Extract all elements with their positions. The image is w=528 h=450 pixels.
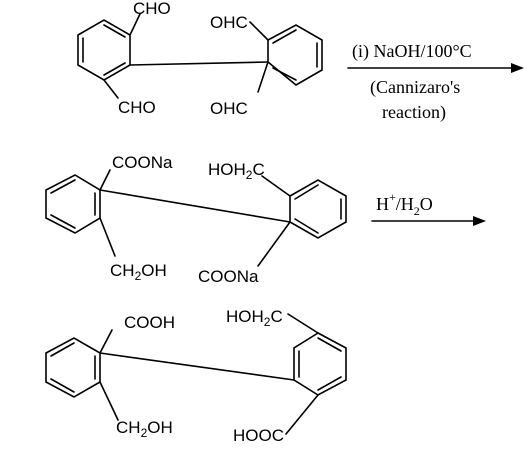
reactant-ohc-top-right: OHC xyxy=(210,13,248,32)
reactant-right-ring xyxy=(267,24,323,86)
step2-arrow xyxy=(371,216,486,226)
intermediate-biphenyl: COONa CH2OH HOH2C COONa xyxy=(45,153,347,286)
intermediate-hoh2c-top-right: HOH2C xyxy=(208,160,265,182)
intermediate-coona-top-left: COONa xyxy=(112,153,173,172)
reactant-biphenyl-tetraaldehyde: CHO CHO OHC OHC xyxy=(77,0,323,118)
step1-arrow xyxy=(347,63,524,73)
product-right-ring xyxy=(293,332,347,396)
reactant-cho-bottom-left: CHO xyxy=(118,98,156,117)
step1-condition-name: (Cannizaro's xyxy=(370,77,460,98)
reactant-left-ring xyxy=(77,19,131,81)
intermediate-ch2oh-bottom-left: CH2OH xyxy=(110,261,167,283)
reactant-cho-top-left: CHO xyxy=(133,0,171,18)
product-left-ring xyxy=(45,337,101,398)
reactant-biaryl-bond xyxy=(129,61,269,66)
reactant-ohc-bottom-right: OHC xyxy=(210,99,248,118)
product-hoh2c-top-right: HOH2C xyxy=(226,307,283,329)
intermediate-coona-bottom-right: COONa xyxy=(198,267,259,286)
product-ch2oh-bottom-left: CH2OH xyxy=(116,418,173,440)
product-hooc-bottom-right: HOOC xyxy=(233,426,284,445)
intermediate-biaryl-bond xyxy=(99,189,291,223)
step1-condition-name-cont: reaction) xyxy=(382,102,446,123)
intermediate-left-ring xyxy=(45,174,101,234)
product-biphenyl: COOH CH2OH HOH2C HOOC xyxy=(45,307,347,445)
intermediate-right-ring xyxy=(289,179,347,239)
product-biaryl-bond xyxy=(99,352,295,381)
product-cooh-top-left: COOH xyxy=(124,313,175,332)
step1-condition-reagent: (i) NaOH/100°C xyxy=(352,41,472,62)
step2-condition-acid: H+/H2O xyxy=(376,190,433,218)
